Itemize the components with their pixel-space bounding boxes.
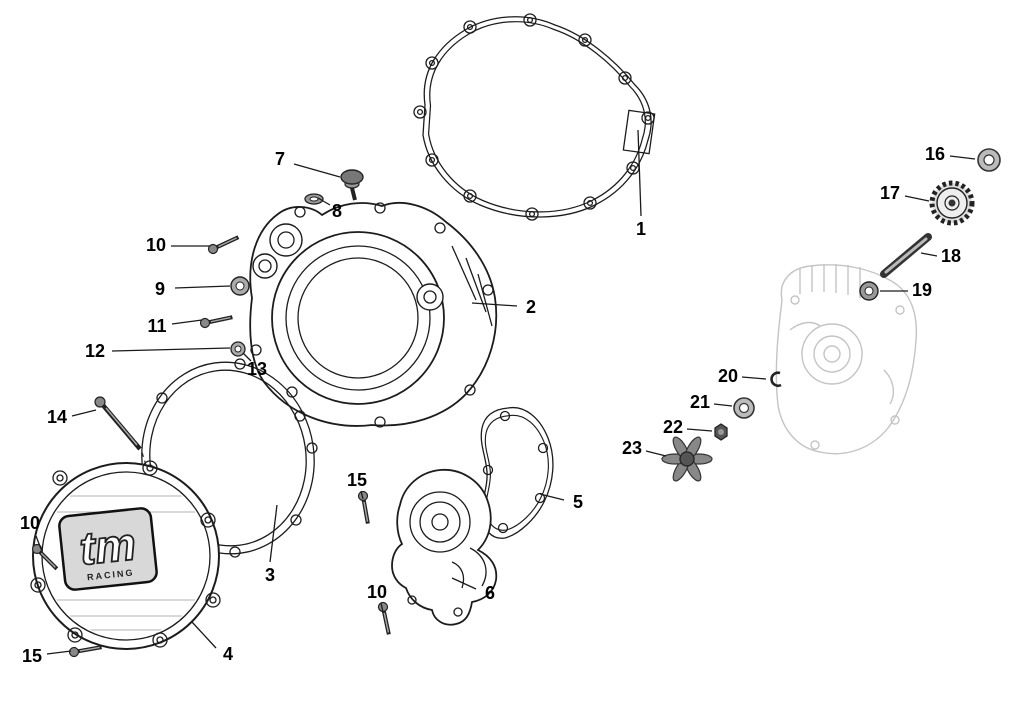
leader-line-6 — [451, 577, 477, 590]
faded-engine-case — [775, 264, 918, 455]
part-1-cover-gasket — [413, 13, 656, 221]
part-callout-14: 14 — [47, 407, 67, 427]
part-callout-16: 16 — [925, 144, 945, 164]
part-callout-2: 2 — [526, 297, 536, 317]
leader-line-18 — [920, 252, 938, 257]
part-callout-9: 9 — [155, 279, 165, 299]
part-callout-10: 10 — [146, 235, 166, 255]
leader-line-12 — [111, 347, 231, 352]
part-21-washer — [733, 397, 755, 419]
leader-line-8 — [317, 197, 331, 206]
leader-line-15 — [46, 650, 72, 655]
leader-line-16 — [949, 155, 976, 160]
callout-layer: 1234567891010101112131415151617181920212… — [20, 129, 976, 666]
tm-logo-plate: tm RACING — [58, 507, 158, 591]
leader-line-7 — [293, 163, 341, 178]
part-callout-3: 3 — [265, 565, 275, 585]
part-8-washer — [304, 193, 324, 205]
leader-line-22 — [686, 428, 713, 432]
part-callout-12: 12 — [85, 341, 105, 361]
tm-logo-subtext: RACING — [87, 567, 135, 582]
leader-line-17 — [904, 195, 930, 202]
part-22-nut — [714, 423, 728, 441]
part-callout-10: 10 — [367, 582, 387, 602]
part-callout-11: 11 — [147, 316, 166, 336]
leader-line-11 — [171, 319, 203, 325]
part-6-water-pump-cover — [391, 469, 498, 626]
part-callout-13: 13 — [247, 359, 267, 379]
leader-line-13 — [242, 352, 252, 362]
part-5-water-pump-gasket — [480, 406, 554, 539]
part-callout-20: 20 — [718, 366, 738, 386]
part-callout-8: 8 — [332, 201, 342, 221]
part-callout-15: 15 — [347, 470, 367, 490]
part-callout-15: 15 — [22, 646, 42, 666]
part-15-screw-a — [355, 488, 375, 527]
leader-line-21 — [713, 403, 733, 407]
part-11-screw — [197, 310, 236, 331]
part-20-circlip — [770, 371, 782, 387]
part-16-seal-ring — [977, 148, 1001, 172]
part-callout-22: 22 — [663, 417, 683, 437]
part-callout-10: 10 — [20, 513, 40, 533]
part-callout-23: 23 — [622, 438, 642, 458]
leader-line-5 — [539, 493, 565, 501]
part-10-screw-a — [205, 231, 243, 257]
part-10-screw-c — [375, 599, 396, 638]
part-17-sprocket-gear — [929, 180, 975, 226]
leader-line-10 — [35, 535, 42, 550]
part-callout-17: 17 — [880, 183, 900, 203]
part-callout-19: 19 — [912, 280, 932, 300]
part-4-outer-cover: tm RACING — [30, 460, 221, 650]
part-19-washer — [859, 281, 879, 301]
part-12-13-washer — [230, 341, 246, 357]
part-callout-21: 21 — [690, 392, 710, 412]
part-callout-7: 7 — [275, 149, 285, 169]
part-14-long-screw — [94, 396, 142, 451]
leader-line-15 — [360, 490, 364, 500]
part-9-washer — [230, 276, 250, 296]
leader-line-9 — [174, 285, 231, 289]
tm-logo-text: tm — [77, 517, 138, 575]
part-7-plug-screw — [340, 169, 364, 201]
leader-line-4 — [191, 621, 217, 649]
leader-line-10 — [380, 602, 384, 613]
part-18-shaft — [880, 233, 932, 278]
part-callout-6: 6 — [485, 583, 495, 603]
leader-line-14 — [71, 409, 97, 417]
leader-line-2 — [471, 302, 518, 307]
leader-line-3 — [269, 504, 278, 563]
part-callout-1: 1 — [636, 219, 646, 239]
leader-line-23 — [645, 450, 667, 457]
part-23-impeller — [661, 436, 713, 482]
leader-line-1 — [637, 129, 642, 217]
part-callout-4: 4 — [223, 644, 233, 664]
leader-line-20 — [741, 376, 767, 380]
part-callout-18: 18 — [941, 246, 961, 266]
part-callout-5: 5 — [573, 492, 583, 512]
part-2-clutch-cover — [249, 202, 498, 428]
